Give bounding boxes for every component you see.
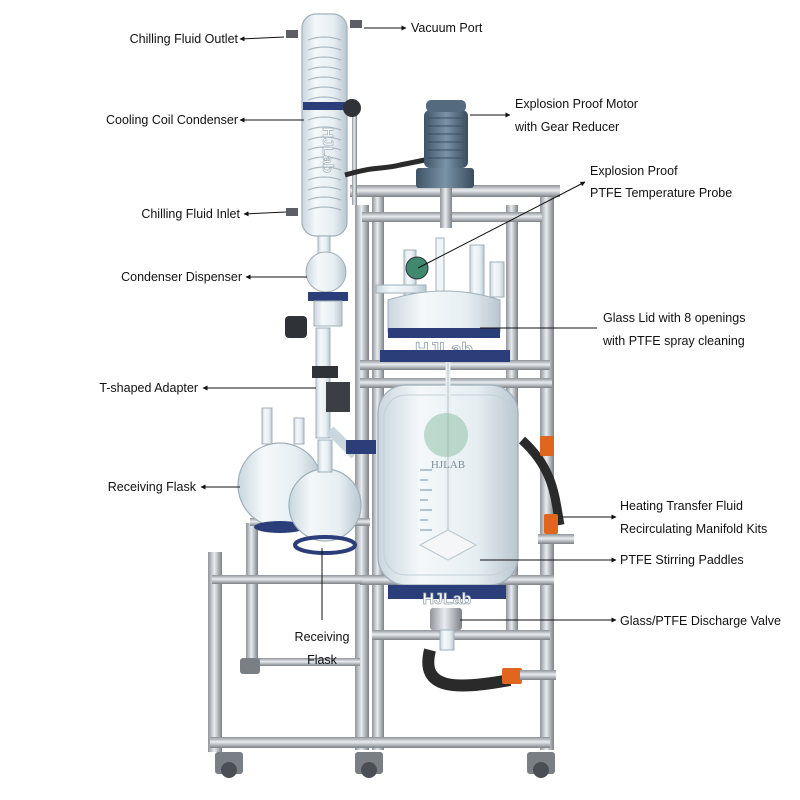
label-motor-line2: with Gear Reducer [515,120,620,134]
reactor-vessel: HJLAB HJLab [377,362,519,608]
casters [215,658,555,778]
label-lid-line2: with PTFE spray cleaning [603,334,745,348]
glass-lid: HJLab [375,237,510,362]
label-heating-line2: Recirculating Manifold Kits [620,522,768,536]
base-brand-mark: HJLab [423,591,472,608]
label-receiving-flask-2-line1: Receiving [294,630,350,644]
label-heating-line1: Heating Transfer Fluid [620,499,743,513]
heating-hoses [422,436,574,692]
t-shaped-adapter [285,316,376,459]
cooling-coil-condenser: HJLab [286,13,426,257]
callout-lines [200,25,617,623]
label-vacuum-port: Vacuum Port [411,21,483,35]
label-discharge-valve: Glass/PTFE Discharge Valve [620,614,781,628]
receiving-flask-small [288,439,362,555]
condenser-dispenser [305,251,348,327]
label-cooling-coil-condenser: Cooling Coil Condenser [105,113,238,127]
explosion-proof-motor [416,100,474,228]
label-probe-line2: PTFE Temperature Probe [590,186,733,200]
condenser-brand-mark: HJLab [319,127,336,173]
discharge-valve [430,608,462,651]
label-t-shaped-adapter: T-shaped Adapter [99,381,198,395]
label-chilling-fluid-outlet: Chilling Fluid Outlet [129,32,238,46]
vessel-brand-mark: HJLAB [431,459,465,471]
label-motor-line1: Explosion Proof Motor [515,97,638,111]
label-lid-line1: Glass Lid with 8 openings [603,311,746,325]
label-condenser-dispenser: Condenser Dispenser [121,270,242,284]
label-receiving-flask-2-line2: Flask [307,653,337,667]
label-chilling-fluid-inlet: Chilling Fluid Inlet [141,207,240,221]
label-probe-line1: Explosion Proof [590,164,678,178]
label-stirring-paddles: PTFE Stirring Paddles [620,553,744,567]
label-receiving-flask: Receiving Flask [107,480,196,494]
